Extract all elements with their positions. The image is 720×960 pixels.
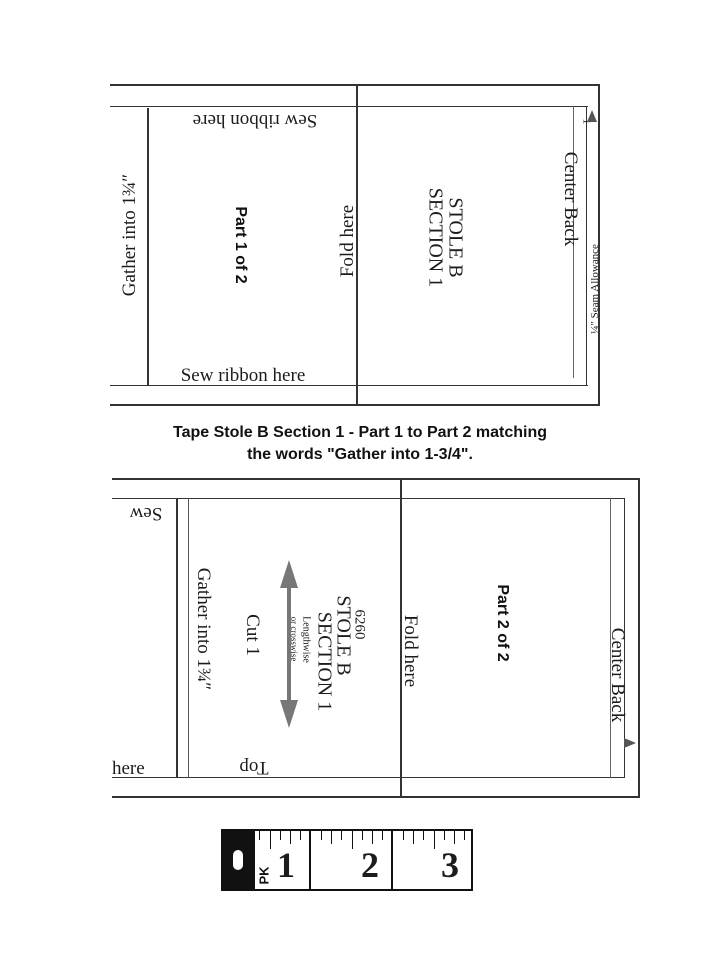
tape-tick <box>361 831 363 840</box>
tape-number-1: 1 <box>277 845 295 885</box>
bottom-piece-right-edge <box>638 478 640 798</box>
tape-tick <box>443 831 445 840</box>
tape-ticks <box>223 831 471 889</box>
bottom-piece-bottom-edge <box>112 777 624 778</box>
tape-number-2: 2 <box>361 845 379 885</box>
bottom-fold-label: Fold here <box>400 614 421 688</box>
tape-tick <box>433 831 435 849</box>
tape-tick <box>351 831 353 849</box>
tape-tick <box>239 831 241 840</box>
bottom-center-back-label: Center Back <box>607 627 628 723</box>
bottom-pattern-number: 6260 <box>351 609 368 640</box>
top-fold-label: Fold here <box>337 204 358 278</box>
top-piece-right-inner-edge <box>586 106 587 386</box>
bottom-piece-top-edge <box>112 478 640 480</box>
bottom-fold-line <box>400 480 402 798</box>
top-sew-ribbon-bottom: Sew ribbon here <box>180 365 306 386</box>
top-piece-seam-line <box>573 106 574 378</box>
grainline-arrow-shaft <box>287 586 291 702</box>
grainline-arrow-down-icon <box>280 700 298 728</box>
top-center-back-label: Center Back <box>560 151 581 247</box>
bottom-notch-icon <box>624 738 636 748</box>
top-pattern-piece: Sew ribbon here Gather into 1¾″ Part 1 o… <box>110 78 605 414</box>
grainline-arrow-up-icon <box>280 560 298 588</box>
tape-tick <box>371 831 373 844</box>
tape-tick <box>423 831 425 840</box>
top-sew-ribbon-top: Sew ribbon here <box>192 110 318 131</box>
bottom-gather-line <box>176 498 178 778</box>
tape-tick <box>381 831 383 840</box>
top-piece-top-edge-inner <box>110 106 588 107</box>
bottom-gather-label: Gather into 1¾″ <box>193 567 214 691</box>
top-part-label: Part 1 of 2 <box>232 206 249 284</box>
bottom-gather-line-2 <box>188 498 189 778</box>
top-section-label: SECTION 1 <box>424 187 447 288</box>
tape-tick <box>331 831 333 844</box>
top-piece-bottom-edge-outer <box>110 404 600 406</box>
top-piece-right-edge <box>598 84 600 406</box>
tape-tick <box>321 831 323 840</box>
tape-tick <box>453 831 455 844</box>
tape-hook-hole-icon <box>233 850 243 870</box>
tape-tick <box>413 831 415 844</box>
tape-tick <box>279 831 281 840</box>
tape-tick <box>249 831 251 844</box>
bottom-pattern-piece: Sew Gather into 1¾″ Cut 1 or crosswise L… <box>112 474 648 806</box>
bottom-crosswise-label: or crosswise <box>289 616 299 662</box>
bottom-lengthwise-label: Lengthwise <box>300 616 312 663</box>
measuring-tape: PK 1 2 3 <box>221 829 473 891</box>
tape-tick <box>259 831 261 840</box>
bottom-piece-seam-line <box>610 498 611 778</box>
top-piece-bottom-edge <box>110 385 588 386</box>
tape-tick <box>299 831 301 840</box>
top-gather-label: Gather into 1¾″ <box>119 173 140 297</box>
tape-number-3: 3 <box>441 845 459 885</box>
tape-tick <box>269 831 271 849</box>
tape-tick <box>403 831 405 840</box>
top-fold-line <box>356 86 358 406</box>
caption-line-1: Tape Stole B Section 1 - Part 1 to Part … <box>172 424 547 441</box>
bottom-top-label: Top <box>239 757 269 778</box>
bottom-piece-top-edge-inner <box>112 498 624 499</box>
bottom-piece-bottom-edge-outer <box>112 796 640 798</box>
tape-inch-mark-3 <box>471 831 473 889</box>
bottom-cut-label: Cut 1 <box>242 614 263 656</box>
tape-tick <box>289 831 291 844</box>
top-piece-top-edge <box>110 84 600 86</box>
tape-inch-mark-1 <box>309 831 311 889</box>
bottom-piece-right-inner-edge <box>624 498 625 778</box>
bottom-part-label: Part 2 of 2 <box>494 584 511 662</box>
tape-tick <box>341 831 343 840</box>
top-gather-line <box>147 108 149 386</box>
tape-tick <box>463 831 465 840</box>
tape-inch-mark-2 <box>391 831 393 889</box>
top-stole-label: STOLE B <box>444 197 467 278</box>
top-notch-icon <box>587 110 597 122</box>
bottom-sew-fragment: Sew <box>129 503 163 524</box>
top-seam-allowance-label: ¼″ Seam Allowance <box>589 244 601 334</box>
caption-line-2: the words "Gather into 1-3/4". <box>247 446 473 463</box>
bottom-here-fragment: here <box>112 758 145 779</box>
